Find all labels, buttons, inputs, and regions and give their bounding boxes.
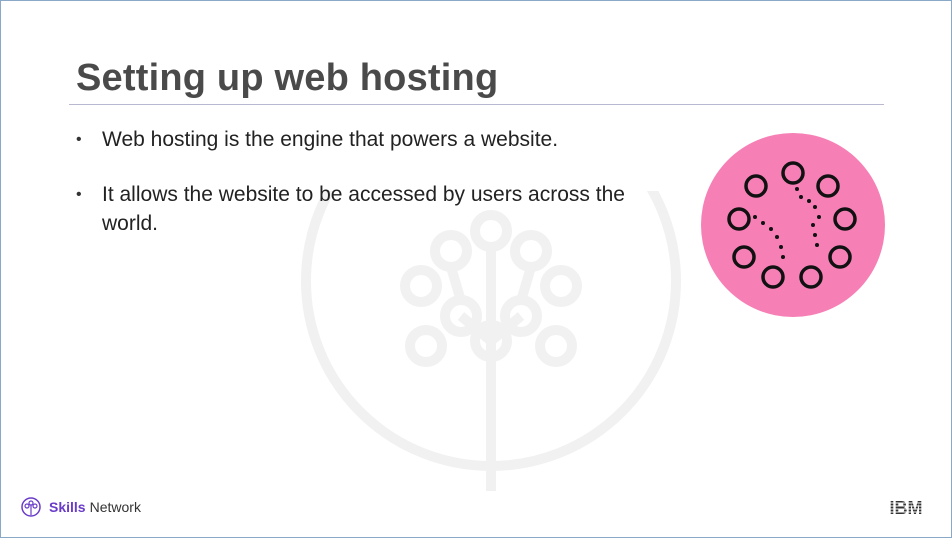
bullet-marker: • (76, 186, 82, 203)
bullet-text: It allows the website to be accessed by … (102, 183, 625, 235)
skills-network-watermark-icon (301, 191, 681, 491)
brand-rest-text: Network (89, 499, 141, 515)
ibm-logo-text: IBM (890, 498, 923, 518)
bullet-item: • It allows the website to be accessed b… (76, 180, 666, 238)
skills-network-logo-icon (21, 497, 41, 517)
bullet-list: • Web hosting is the engine that powers … (76, 125, 666, 264)
ibm-logo-icon: IBM (881, 498, 931, 518)
title-divider (69, 104, 884, 105)
bullet-item: • Web hosting is the engine that powers … (76, 125, 666, 154)
network-hosting-icon (701, 133, 885, 317)
page-title: Setting up web hosting (76, 57, 499, 99)
brand-strong-text: Skills (49, 499, 86, 515)
bullet-marker: • (76, 131, 82, 148)
bullet-text: Web hosting is the engine that powers a … (102, 128, 559, 151)
